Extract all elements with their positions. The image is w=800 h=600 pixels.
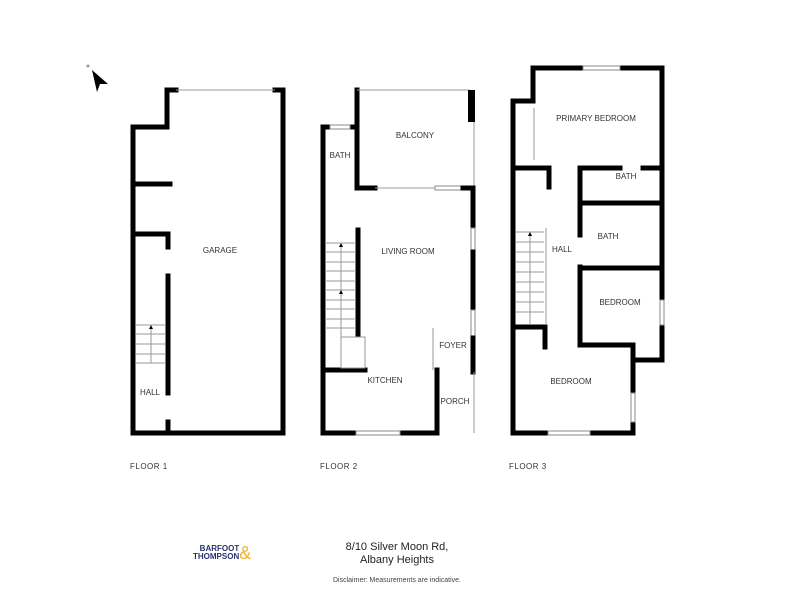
room-label: BEDROOM xyxy=(599,298,641,307)
floor-label: FLOOR 2 xyxy=(320,462,358,471)
room-label: GARAGE xyxy=(203,246,237,255)
room-label: PRIMARY BEDROOM xyxy=(556,114,636,123)
room-label: BATH xyxy=(598,232,619,241)
room-label: BATH xyxy=(616,172,637,181)
floor-2-plan: BATH BALCONY LIVING ROOM FOYER KITCHEN P… xyxy=(320,87,476,436)
room-label: PORCH xyxy=(441,397,470,406)
room-label: BEDROOM xyxy=(550,377,592,386)
room-label: LIVING ROOM xyxy=(381,247,435,256)
address-line-2: Albany Heights xyxy=(360,554,434,566)
logo-line-2: THOMPSON xyxy=(193,552,240,561)
room-label: HALL xyxy=(552,245,573,254)
logo-ampersand: & xyxy=(239,543,252,563)
disclaimer: Disclaimer: Measurements are indicative. xyxy=(333,577,461,584)
logo-line-1: BARFOOT xyxy=(199,544,240,553)
address-line-1: 8/10 Silver Moon Rd, xyxy=(345,541,449,553)
room-label: BATH xyxy=(330,151,351,160)
room-label: HALL xyxy=(140,388,161,397)
floor-1-plan: GARAGE HALL xyxy=(130,87,286,436)
floor-3-plan: PRIMARY BEDROOM BATH BATH HALL BEDROOM B… xyxy=(510,65,665,436)
room-label: FOYER xyxy=(439,341,467,350)
north-arrow-icon xyxy=(86,64,108,92)
floor-label: FLOOR 3 xyxy=(509,462,547,471)
floor-label: FLOOR 1 xyxy=(130,462,168,471)
room-label: BALCONY xyxy=(396,131,435,140)
room-label: KITCHEN xyxy=(367,376,402,385)
brand-logo: BARFOOT THOMPSON & xyxy=(193,543,252,563)
